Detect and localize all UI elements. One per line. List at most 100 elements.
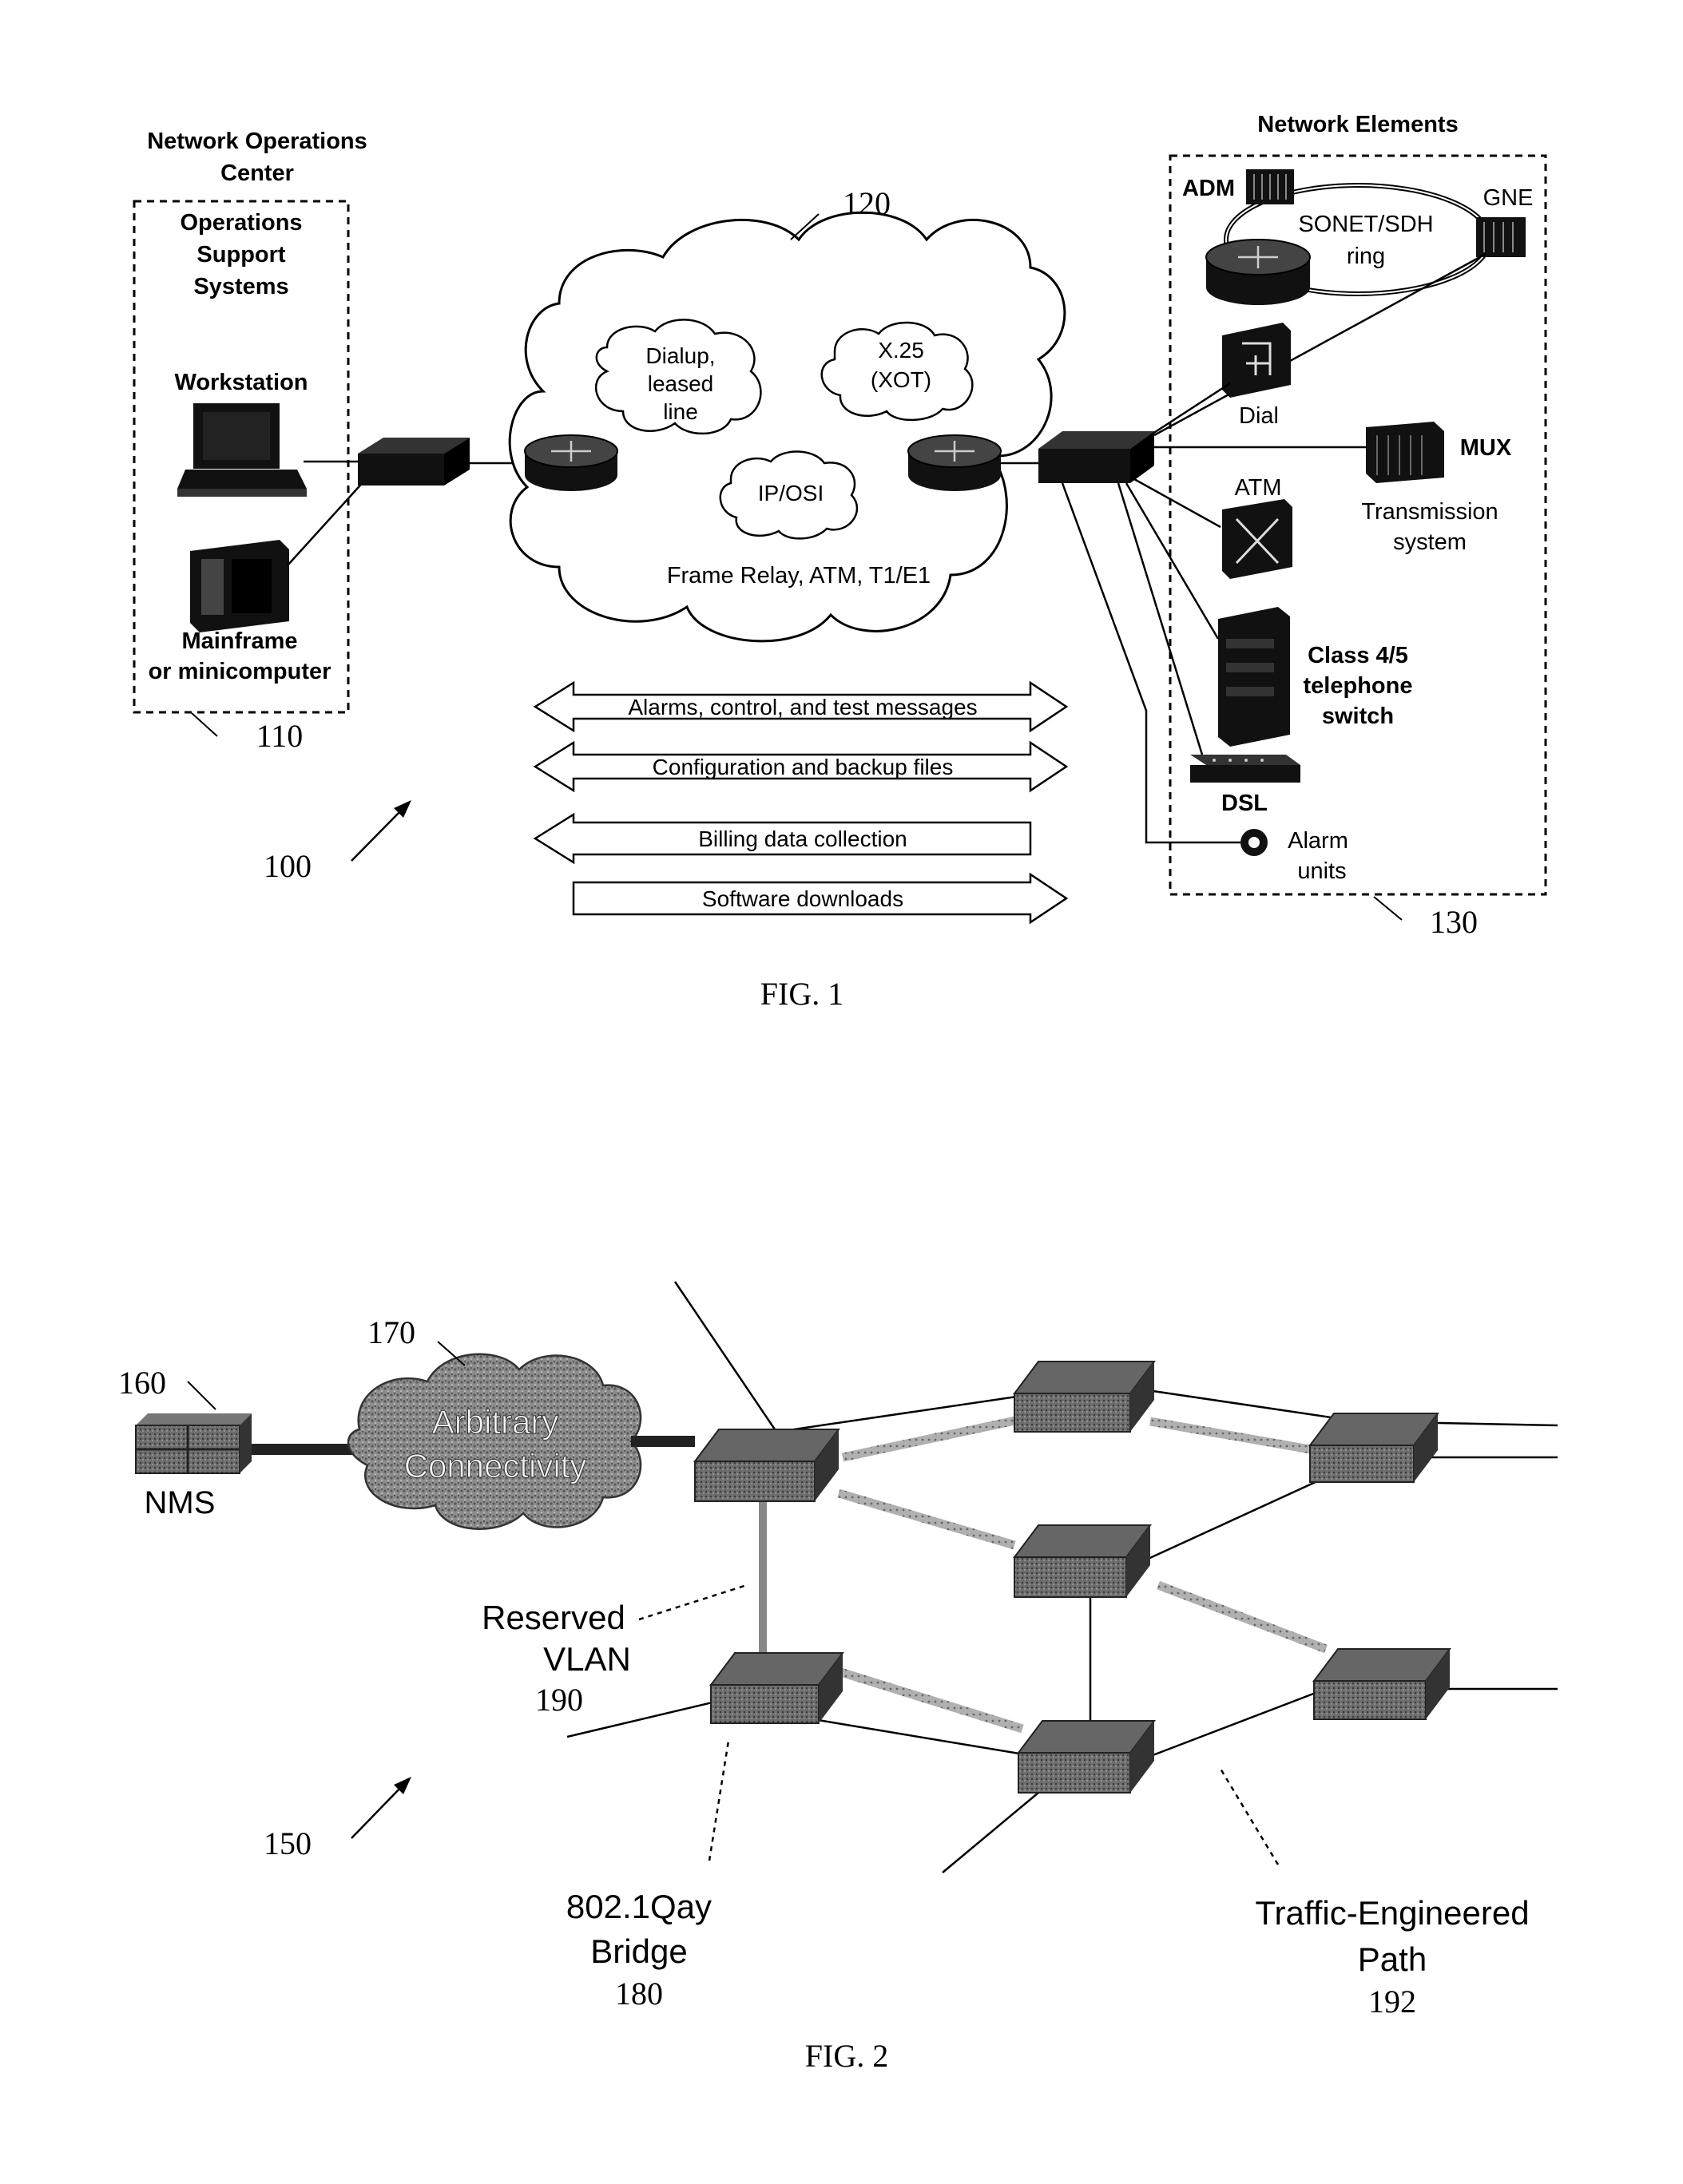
mainframe-label-2: or minicomputer — [149, 659, 331, 684]
left-switch-icon — [358, 438, 470, 486]
alarm-label-2: units — [1297, 858, 1346, 884]
dialup-label-2: leased — [648, 371, 714, 396]
te-path-label-1: Traffic-Engineered — [1255, 1894, 1529, 1932]
bridge-switch-upper-center — [1014, 1362, 1154, 1432]
bridge-switch-center — [1014, 1525, 1150, 1597]
mainframe-icon — [190, 540, 289, 632]
arrow-billing: Billing data collection — [535, 815, 1030, 862]
ref-100-arrow-line — [351, 808, 403, 861]
mux-icon — [1366, 422, 1444, 483]
workstation-label: Workstation — [174, 370, 308, 395]
link-lower-lr — [1138, 1689, 1326, 1761]
transmission-label-1: Transmission — [1361, 499, 1498, 525]
x25-label-2: (XOT) — [871, 367, 931, 392]
atm-icon — [1222, 499, 1292, 579]
link-ur-center — [1134, 1477, 1326, 1565]
dsl-label: DSL — [1221, 791, 1268, 816]
x25-label-1: X.25 — [878, 338, 924, 363]
te-path-ll-lower — [831, 1669, 1022, 1729]
cloud-label-2: Connectivity — [404, 1447, 587, 1484]
arrow-config-label: Configuration and backup files — [653, 755, 954, 779]
class45-label-2: telephone — [1304, 673, 1413, 699]
sonet-label-1: SONET/SDH — [1298, 212, 1433, 237]
ref-150: 150 — [264, 1825, 312, 1861]
nms-label: NMS — [145, 1485, 216, 1520]
ref-100: 100 — [264, 848, 312, 884]
reserved-vlan-label-1: Reserved — [482, 1599, 625, 1636]
arrow-alarms: Alarms, control, and test messages — [535, 683, 1066, 731]
bridge-switch-lower-center — [1018, 1721, 1154, 1793]
class45-label-3: switch — [1322, 704, 1394, 729]
reserved-vlan-pointer — [639, 1585, 747, 1619]
ref-180: 180 — [615, 1976, 663, 2012]
ref-192: 192 — [1368, 1984, 1416, 2020]
gne-label: GNE — [1483, 185, 1534, 211]
ring-router-icon — [1206, 240, 1310, 305]
arrow-alarms-label: Alarms, control, and test messages — [628, 695, 977, 719]
arrow-config: Configuration and backup files — [535, 743, 1066, 791]
mux-label: MUX — [1460, 435, 1512, 461]
adm-label: ADM — [1182, 176, 1235, 201]
te-path-ul-uc — [843, 1417, 1030, 1457]
bridge-switch-lower-right — [1314, 1649, 1450, 1719]
atm-label: ATM — [1234, 475, 1281, 501]
fig1: Network Operations Center Operations Sup… — [134, 112, 1546, 1012]
bridge-switch-upper-left — [695, 1429, 839, 1501]
bridge-label-2: Bridge — [590, 1932, 687, 1970]
arrow-software-label: Software downloads — [702, 886, 903, 911]
bridge-label-1: 802.1Qay — [566, 1888, 712, 1925]
ref-160-leader — [188, 1381, 216, 1409]
ref-160: 160 — [118, 1365, 166, 1401]
noc-title-1: Network Operations — [147, 129, 367, 154]
alarm-label-1: Alarm — [1288, 828, 1348, 854]
adm-icon — [1246, 169, 1294, 204]
link-switch-alarm — [1062, 483, 1240, 842]
oss-label-1: Operations — [180, 210, 302, 236]
ref-120: 120 — [843, 185, 891, 221]
fig1-caption: FIG. 1 — [760, 976, 843, 1012]
link-switch-dial — [1150, 383, 1230, 435]
dialup-label-3: line — [663, 399, 698, 424]
ref-110-leader — [192, 713, 217, 736]
te-path-ul-center — [839, 1493, 1014, 1545]
ref-190: 190 — [535, 1682, 583, 1718]
te-path-label-2: Path — [1358, 1940, 1427, 1978]
dialup-label-1: Dialup, — [645, 343, 715, 368]
link-upper-left-external — [675, 1282, 775, 1429]
ref-130-leader — [1374, 897, 1402, 920]
oss-label-2: Support — [196, 242, 285, 268]
link-switch-dsl — [1118, 483, 1202, 755]
te-path-uc-ur — [1150, 1421, 1310, 1449]
fig2-caption: FIG. 2 — [805, 2038, 888, 2074]
dial-icon — [1222, 323, 1291, 398]
bridge-switch-lower-left — [711, 1653, 843, 1723]
fig2: NMS 160 Arbitrary Connectivity 170 — [118, 1282, 1558, 2074]
ne-title: Network Elements — [1257, 112, 1458, 137]
sonet-label-2: ring — [1347, 244, 1385, 269]
dial-label: Dial — [1239, 403, 1279, 429]
te-path-center-lr — [1158, 1585, 1326, 1649]
nms-server-icon — [136, 1413, 252, 1473]
dsl-icon — [1190, 755, 1300, 783]
ref-170: 170 — [367, 1314, 415, 1350]
link-uc-ur — [1142, 1389, 1358, 1421]
te-path-pointer — [1221, 1769, 1278, 1865]
mainframe-label-1: Mainframe — [181, 628, 297, 654]
link-switch-class45 — [1126, 483, 1218, 639]
ref-110: 110 — [256, 718, 304, 754]
arbitrary-connectivity-cloud — [348, 1354, 641, 1529]
workstation-icon — [177, 403, 307, 497]
cloud-label: Frame Relay, ATM, T1/E1 — [667, 563, 931, 589]
gne-icon — [1476, 217, 1526, 257]
noc-title-2: Center — [220, 161, 294, 186]
class45-switch-icon — [1218, 607, 1290, 747]
bridge-pointer — [709, 1741, 728, 1861]
class45-label-1: Class 4/5 — [1308, 643, 1408, 668]
ne-switch-icon — [1038, 431, 1154, 483]
bridge-switch-upper-right — [1310, 1413, 1438, 1482]
cloud-label-1: Arbitrary — [432, 1403, 559, 1441]
router-icon-right — [908, 435, 1001, 491]
alarm-unit-icon — [1240, 829, 1268, 856]
link-gne-switch — [1154, 254, 1486, 435]
ref-150-arrow-line — [351, 1785, 403, 1838]
